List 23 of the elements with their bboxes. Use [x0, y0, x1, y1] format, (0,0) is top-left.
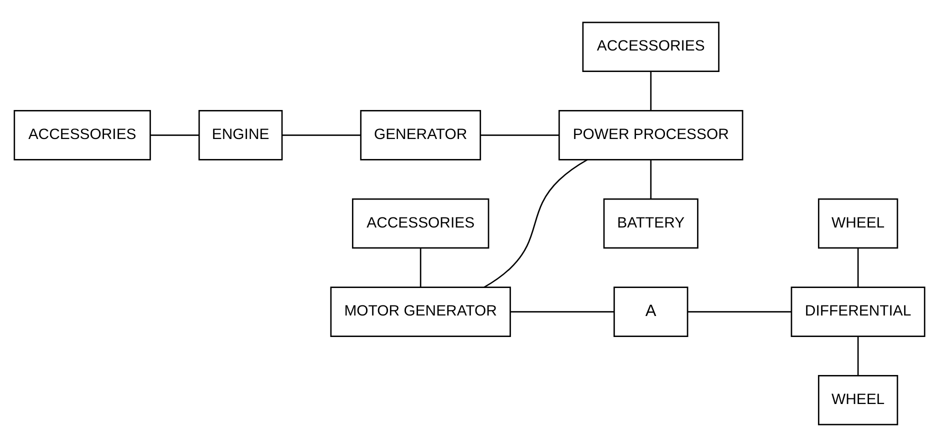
connector	[857, 336, 859, 376]
node-box: DIFFERENTIAL	[790, 286, 926, 337]
connector	[420, 248, 422, 288]
node-box: WHEEL	[818, 198, 898, 249]
connector	[484, 159, 588, 288]
node-box: BATTERY	[603, 198, 698, 249]
node-box: POWER PROCESSOR	[558, 110, 744, 160]
node-box: ACCESSORIES	[582, 22, 720, 72]
connector	[857, 248, 859, 288]
connector	[282, 134, 361, 136]
connector	[150, 134, 199, 136]
connector	[688, 311, 792, 312]
node-box: GENERATOR	[360, 110, 482, 160]
connector	[480, 134, 559, 136]
node-box: ACCESSORIES	[14, 110, 151, 160]
node-box: MOTOR GENERATOR	[330, 286, 511, 337]
connector	[650, 72, 652, 111]
connector	[650, 160, 652, 199]
node-box: ENGINE	[198, 110, 283, 160]
node-box: ACCESSORIES	[352, 198, 490, 249]
node-box: WHEEL	[818, 374, 898, 426]
connector	[510, 311, 614, 312]
node-box: A	[614, 286, 688, 337]
